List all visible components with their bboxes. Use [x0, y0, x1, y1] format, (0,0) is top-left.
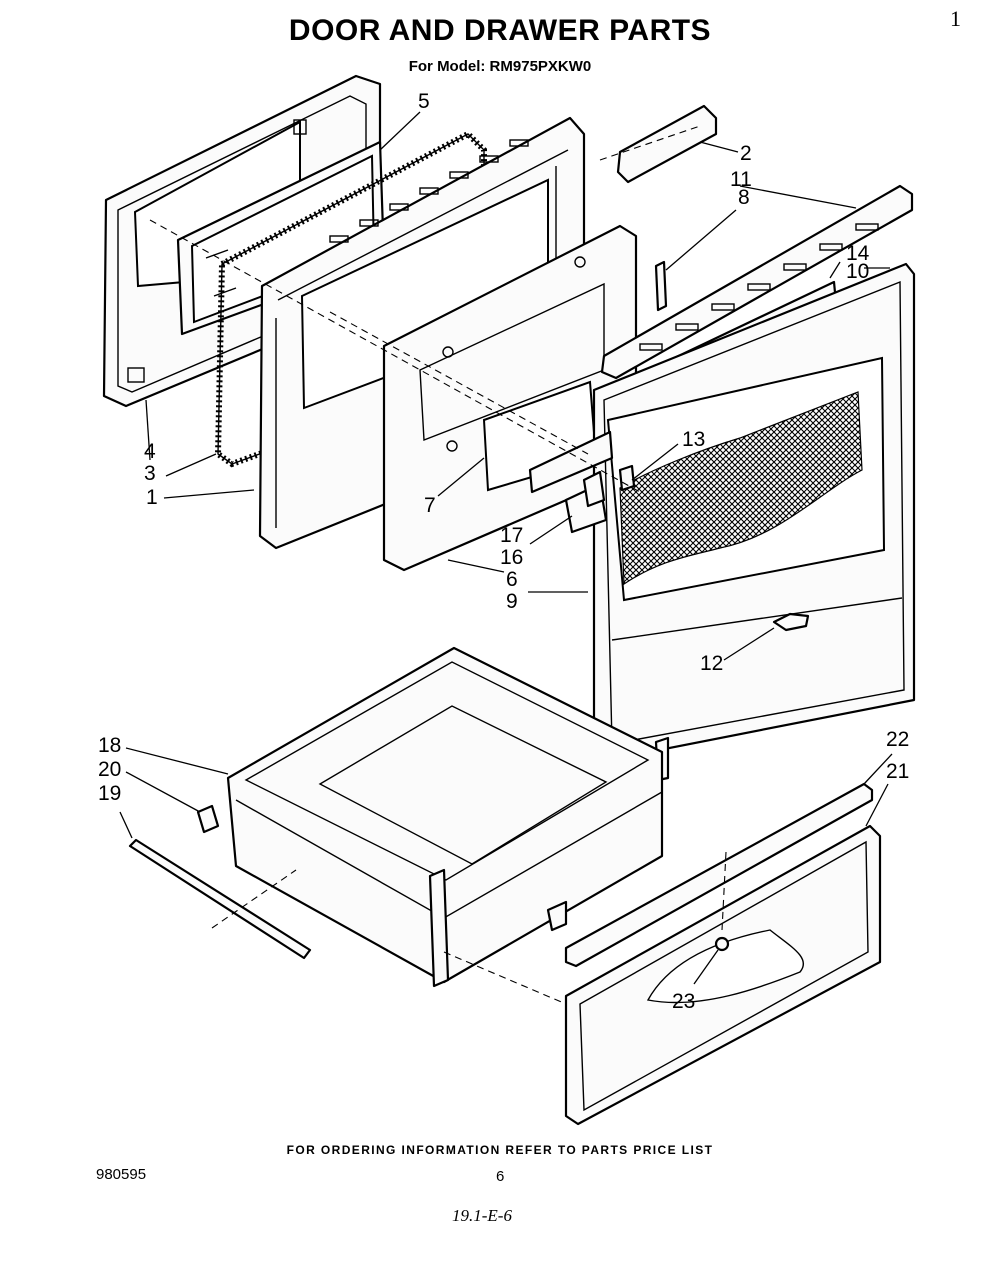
mesh-window [619, 391, 863, 586]
alignment-lines [149, 125, 727, 1005]
drawer-roller [196, 804, 220, 834]
corner-mark: 1 [950, 6, 961, 31]
callout-17: 17 [500, 524, 523, 547]
ordering-note: FOR ORDERING INFORMATION REFER TO PARTS … [286, 1143, 714, 1157]
door-hinge-assembly [528, 430, 636, 534]
callout-2: 2 [740, 142, 752, 165]
callout-23: 23 [672, 990, 695, 1013]
drawer-body [226, 646, 664, 988]
door-handle-clip [772, 612, 810, 632]
callout-3: 3 [144, 462, 156, 485]
callout-14: 14 [846, 242, 870, 265]
callout-18: 18 [98, 734, 121, 757]
callout-7: 7 [424, 494, 436, 517]
callout-5: 5 [418, 90, 430, 113]
callout-21: 21 [886, 760, 909, 783]
drawer-knob-nut [714, 936, 730, 952]
document-code: 980595 [96, 1166, 147, 1183]
callout-6: 6 [506, 568, 518, 591]
vent-trim [600, 184, 914, 380]
page-title: DOOR AND DRAWER PARTS [288, 14, 712, 47]
outer-oven-door [592, 262, 916, 782]
drawer-front-panel [564, 824, 882, 1126]
callout-labels: 5 2 11 8 14 10 4 3 1 7 13 17 16 6 9 12 1… [98, 90, 909, 1013]
callout-22: 22 [886, 728, 909, 751]
callout-8: 8 [738, 186, 750, 209]
callout-20: 20 [98, 758, 121, 781]
callout-11: 11 [730, 168, 752, 191]
drawer-rail [128, 838, 312, 960]
small-clip [654, 260, 668, 312]
callout-9: 9 [506, 590, 518, 613]
hinge-bracket [616, 104, 718, 184]
callout-1: 1 [146, 486, 158, 509]
leader-lines [119, 111, 893, 985]
callout-16: 16 [500, 546, 523, 569]
callout-4: 4 [144, 440, 156, 463]
callout-10: 10 [846, 260, 869, 283]
callout-19: 19 [98, 782, 121, 805]
page-number: 6 [496, 1168, 505, 1185]
callout-13: 13 [682, 428, 705, 451]
handwritten-reference: 19.1-E-6 [452, 1206, 512, 1225]
callout-12: 12 [700, 652, 723, 675]
model-line: For Model: RM975PXKW0 [408, 58, 592, 75]
